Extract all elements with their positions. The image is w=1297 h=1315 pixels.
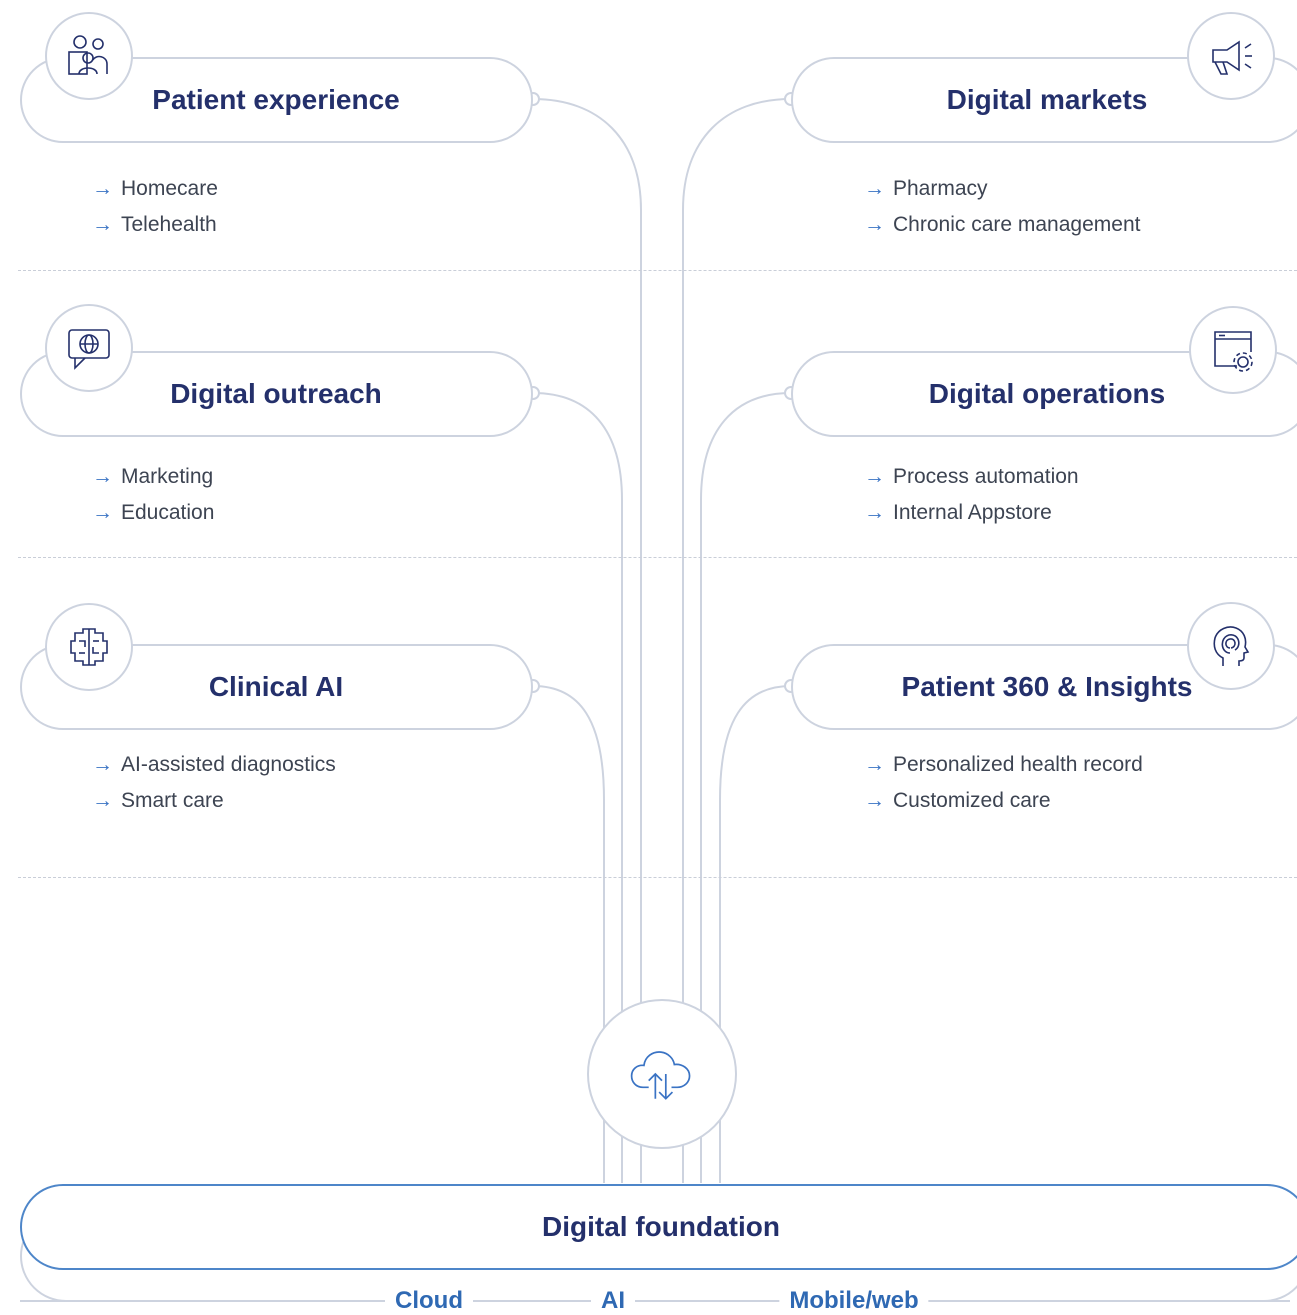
category-items: →Process automation →Internal Appstore xyxy=(864,459,1079,531)
list-item: →Smart care xyxy=(92,789,224,812)
arrow-right-icon: → xyxy=(92,501,113,524)
list-item: →Marketing xyxy=(92,465,214,488)
category-title: Digital markets xyxy=(946,84,1148,115)
connector-digital-markets xyxy=(682,98,792,1183)
chat-globe-icon xyxy=(45,304,133,392)
arrow-right-icon: → xyxy=(864,789,885,812)
arrow-right-icon: → xyxy=(864,501,885,524)
category-title: Patient 360 & Insights xyxy=(901,671,1193,702)
list-item: →Telehealth xyxy=(92,213,217,236)
category-items: →Marketing →Education xyxy=(92,459,214,531)
patient-group-icon xyxy=(45,12,133,100)
browser-gear-icon xyxy=(1189,306,1277,394)
list-item: →AI-assisted diagnostics xyxy=(92,753,336,776)
arrow-right-icon: → xyxy=(92,789,113,812)
category-title: Clinical AI xyxy=(208,671,344,702)
tech-label-ai: AI xyxy=(591,1287,635,1315)
arrow-right-icon: → xyxy=(864,753,885,776)
category-title: Patient experience xyxy=(152,84,400,115)
megaphone-icon xyxy=(1187,12,1275,100)
divider xyxy=(18,270,1297,271)
arrow-right-icon: → xyxy=(864,213,885,236)
divider xyxy=(18,557,1297,558)
list-item: →Pharmacy xyxy=(864,177,988,200)
connector-patient-360 xyxy=(719,685,792,1183)
connector-digital-outreach xyxy=(532,392,623,1183)
category-title: Digital outreach xyxy=(170,378,382,409)
category-title: Digital operations xyxy=(928,378,1166,409)
arrow-right-icon: → xyxy=(92,465,113,488)
connector-patient-experience xyxy=(532,98,642,1183)
divider xyxy=(18,877,1297,878)
list-item: →Personalized health record xyxy=(864,753,1143,776)
category-items: →Personalized health record →Customized … xyxy=(864,747,1143,819)
tech-label-mobile-web: Mobile/web xyxy=(779,1287,929,1315)
list-item: →Customized care xyxy=(864,789,1051,812)
cloud-sync-icon xyxy=(630,1051,691,1100)
list-item: →Education xyxy=(92,501,215,524)
list-item: →Homecare xyxy=(92,177,218,200)
connector-digital-operations xyxy=(700,392,792,1183)
arrow-right-icon: → xyxy=(864,465,885,488)
head-insight-icon xyxy=(1187,602,1275,690)
connector-clinical-ai xyxy=(532,685,605,1183)
foundation-title: Digital foundation xyxy=(542,1211,780,1242)
category-items: →AI-assisted diagnostics →Smart care xyxy=(92,747,336,819)
circuit-brain-icon xyxy=(45,603,133,691)
list-item: →Chronic care management xyxy=(864,213,1141,236)
arrow-right-icon: → xyxy=(92,753,113,776)
tech-label-cloud: Cloud xyxy=(385,1287,473,1315)
category-digital-outreach xyxy=(20,351,533,437)
category-items: →Homecare →Telehealth xyxy=(92,171,218,243)
arrow-right-icon: → xyxy=(92,177,113,200)
category-items: →Pharmacy →Chronic care management xyxy=(864,171,1140,243)
list-item: →Internal Appstore xyxy=(864,501,1052,524)
arrow-right-icon: → xyxy=(864,177,885,200)
list-item: →Process automation xyxy=(864,465,1079,488)
foundation-pill xyxy=(20,1184,1297,1270)
cloud-sync-hub xyxy=(587,999,737,1149)
arrow-right-icon: → xyxy=(92,213,113,236)
